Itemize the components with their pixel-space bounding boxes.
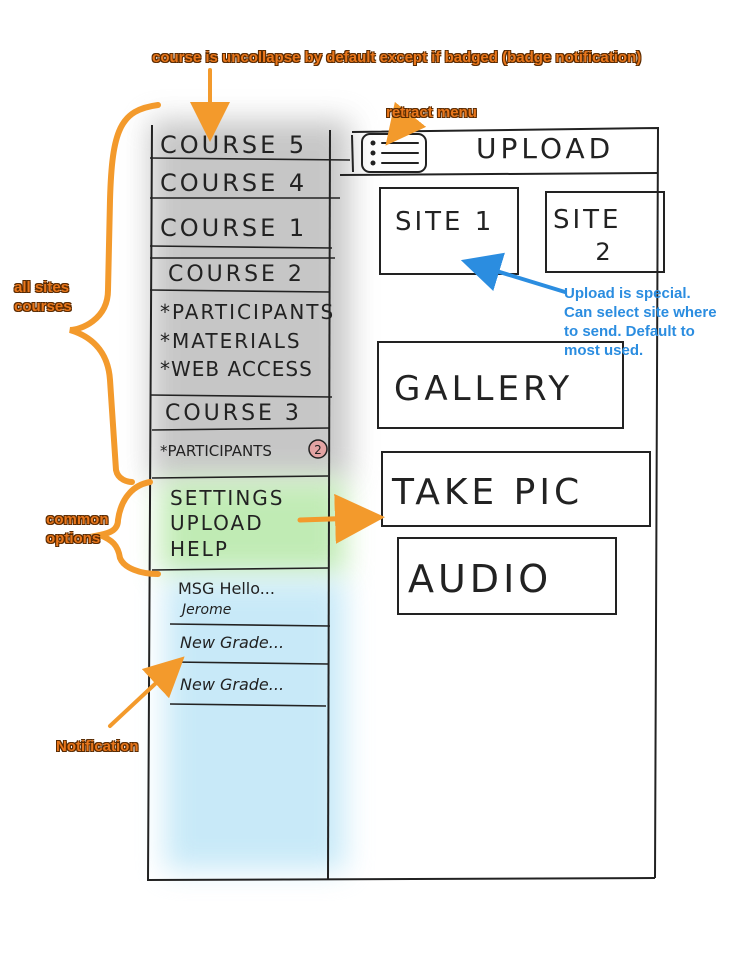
annotation-upload-line3: to send. Default to (564, 323, 695, 340)
notification-msg[interactable]: MSG Hello... (178, 579, 275, 598)
annotation-courses-default: course is uncollapse by default except i… (152, 49, 642, 66)
site2-number: 2 (595, 238, 610, 266)
annotation-all-sites: all sites courses (14, 278, 72, 316)
annotation-notification: Notification (56, 738, 139, 755)
retract-menu-arrow (385, 101, 427, 146)
course1-item[interactable]: COURSE 1 (160, 214, 307, 242)
course3-participants-item[interactable]: *PARTICIPANTS (160, 442, 272, 460)
take-pic-button[interactable]: TAKE PIC (381, 451, 651, 527)
annotation-arrows (69, 68, 427, 728)
site2-button[interactable]: SITE 2 (545, 191, 665, 273)
annotation-common-options-line2: options (46, 530, 101, 547)
site2-label: SITE (553, 205, 621, 235)
annotation-common-options-line1: common (46, 511, 109, 528)
annotation-all-sites-line2: courses (14, 298, 72, 315)
phone-frame (146, 124, 660, 882)
page-title: UPLOAD (476, 132, 614, 165)
annotation-upload-line4: most used. (564, 342, 644, 359)
notification-msg-sender: Jerome (179, 602, 231, 618)
course4-item[interactable]: COURSE 4 (160, 169, 307, 197)
upload-special-arrow (460, 252, 567, 294)
notification-grade-1[interactable]: New Grade... (180, 633, 284, 652)
web-access-item[interactable]: *WEB ACCESS (160, 357, 313, 381)
materials-item[interactable]: *MATERIALS (160, 329, 302, 353)
gallery-button[interactable]: GALLERY (377, 341, 624, 429)
common-options-bracket (89, 479, 161, 577)
annotation-upload-special: Upload is special. Can select site where… (564, 284, 717, 360)
site1-button[interactable]: SITE 1 (379, 187, 519, 275)
course2-item[interactable]: COURSE 2 (168, 262, 305, 287)
notification-badge: 2 (308, 439, 328, 459)
sidebar-dividers (149, 157, 351, 707)
course3-item[interactable]: COURSE 3 (165, 401, 302, 426)
audio-label: AUDIO (408, 557, 552, 601)
badge-count: 2 (314, 443, 322, 457)
all-sites-bracket (69, 102, 161, 485)
annotation-common-options: common options (46, 510, 109, 548)
take-pic-label: TAKE PIC (391, 472, 583, 513)
gallery-label: GALLERY (394, 369, 573, 409)
notification-arrow (108, 656, 185, 728)
annotation-retract-menu: retract menu (386, 104, 477, 121)
notification-grade-2[interactable]: New Grade... (180, 675, 284, 694)
participants-item[interactable]: *PARTICIPANTS (160, 300, 335, 324)
course5-item[interactable]: COURSE 5 (160, 131, 307, 159)
help-item[interactable]: HELP (170, 537, 229, 561)
annotation-upload-line2: Can select site where (564, 304, 717, 321)
annotation-upload-line1: Upload is special. (564, 285, 691, 302)
common-options-arrow (297, 493, 385, 544)
retract-menu-button[interactable] (361, 133, 427, 173)
courses-shade (150, 120, 350, 480)
audio-button[interactable]: AUDIO (397, 537, 617, 615)
site1-label: SITE 1 (395, 207, 494, 237)
common-options-shade (160, 480, 345, 575)
upload-item[interactable]: UPLOAD (170, 511, 264, 535)
notifications-shade (165, 580, 345, 870)
annotation-all-sites-line1: all sites (14, 279, 70, 296)
settings-item[interactable]: SETTINGS (170, 486, 284, 510)
